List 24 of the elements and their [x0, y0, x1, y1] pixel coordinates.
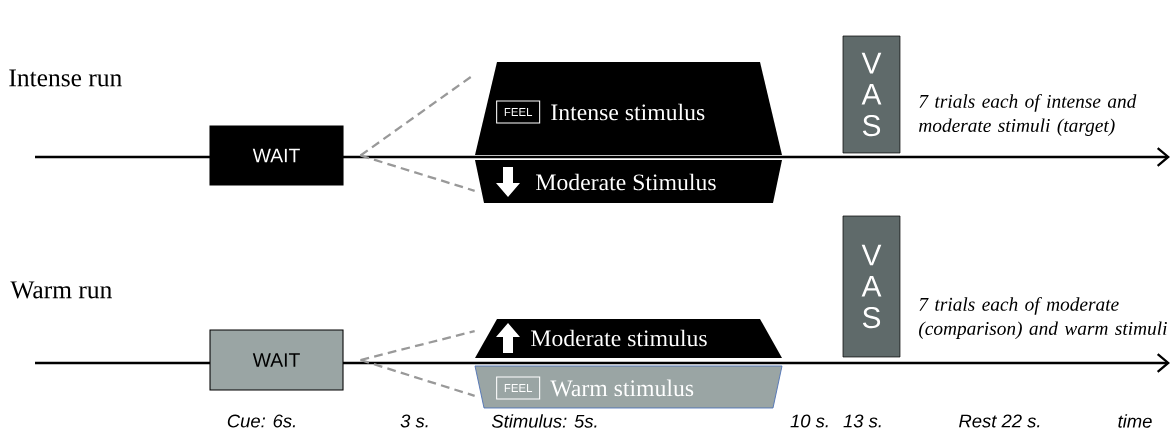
time-label: 3 s. [400, 414, 428, 428]
run-title: Intense run [9, 69, 122, 87]
feel-box: FEEL [496, 376, 541, 400]
stimulus-bar: Moderate stimulus [475, 319, 782, 358]
vas-box: VAS [842, 35, 901, 154]
node-label: Intense stimulus [551, 103, 705, 121]
axis-label: time [1118, 414, 1152, 428]
stimulus-bar: Moderate Stimulus [475, 160, 782, 203]
time-label: Cue: 6s. [227, 414, 295, 428]
vas-box: VAS [842, 215, 901, 358]
time-label: 10 s. [790, 414, 828, 428]
note: 7 trials each of intense and moderate stimuli (target) [919, 94, 1137, 136]
note: 7 trials each of moderate (comparison) and warm stimuli [919, 297, 1167, 339]
time-label: Stimulus: 5s. [491, 414, 597, 428]
time-label: 13 s. [843, 414, 881, 428]
feel-box: FEEL [496, 100, 541, 124]
run-title: Warm run [10, 281, 112, 299]
dashed-line [360, 154, 475, 192]
dashed-line [360, 358, 475, 397]
time-label: Rest 22 s. [959, 414, 1040, 428]
wait-box: WAIT [209, 125, 344, 186]
dashed-line [360, 330, 475, 362]
node-label: Moderate Stimulus [536, 173, 716, 191]
wait-box: WAIT [209, 329, 344, 391]
